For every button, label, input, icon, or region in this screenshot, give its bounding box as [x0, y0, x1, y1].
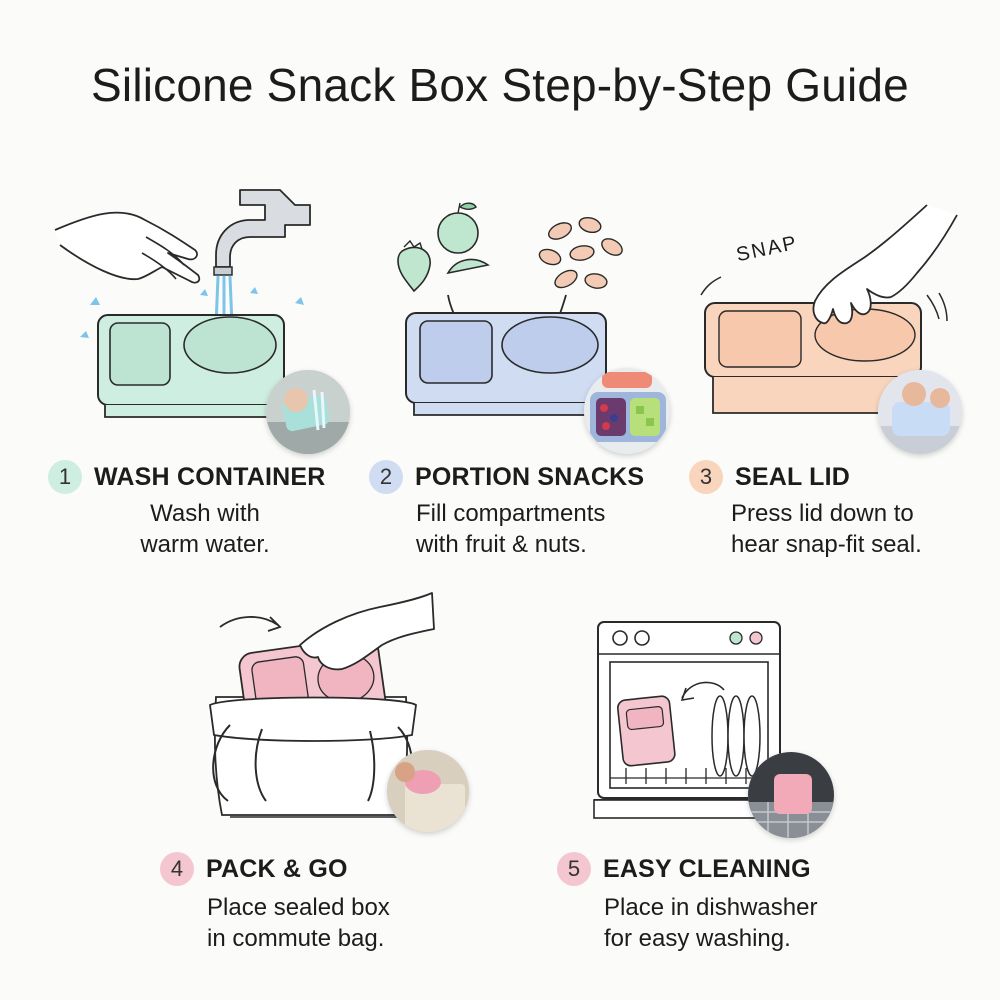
- step-2-desc-line-2: with fruit & nuts.: [416, 531, 587, 558]
- step-3-desc-line-2: hear snap-fit seal.: [731, 531, 922, 558]
- step-1-desc-line-1: Wash with: [150, 500, 260, 527]
- step-2-badge: 2: [369, 460, 403, 494]
- photo-image: [266, 370, 350, 454]
- step-1-badge: 1: [48, 460, 82, 494]
- photo-image: [387, 750, 469, 832]
- step-4-badge: 4: [160, 852, 194, 886]
- step-3-desc-line-1: Press lid down to: [731, 500, 914, 527]
- step-3-badge: 3: [689, 460, 723, 494]
- step-4-desc-line-1: Place sealed box: [207, 894, 390, 921]
- snacks-photo: [584, 368, 670, 454]
- dishwasher-icon: [593, 621, 785, 819]
- step-3-title: SEAL LID: [735, 462, 851, 491]
- seal-photo: [878, 370, 962, 454]
- tote-bag-icon: [209, 592, 435, 818]
- dishwasher-photo: [748, 752, 834, 838]
- step-2-title: PORTION SNACKS: [415, 462, 645, 491]
- pack-photo: [387, 750, 469, 832]
- washing-photo: [266, 370, 350, 454]
- hand-pressing-lid-icon: [700, 204, 958, 414]
- step-4-title: PACK & GO: [206, 854, 348, 883]
- step-1-desc-line-2: warm water.: [140, 531, 270, 558]
- step-5-desc-line-1: Place in dishwasher: [604, 894, 818, 921]
- step-5-desc-line-2: for easy washing.: [604, 925, 791, 952]
- step-1-title: WASH CONTAINER: [94, 462, 326, 491]
- step-4-desc-line-2: in commute bag.: [207, 925, 385, 952]
- fruit-and-nuts-icon: [397, 202, 623, 416]
- photo-image: [584, 368, 670, 454]
- step-2-desc-line-1: Fill compartments: [416, 500, 606, 527]
- washing-hands-faucet-icon: [54, 189, 311, 418]
- page-title: Silicone Snack Box Step-by-Step Guide: [91, 59, 909, 111]
- photo-image: [878, 370, 962, 454]
- photo-image: [748, 752, 834, 838]
- step-5-badge: 5: [557, 852, 591, 886]
- step-5-title: EASY CLEANING: [603, 854, 811, 883]
